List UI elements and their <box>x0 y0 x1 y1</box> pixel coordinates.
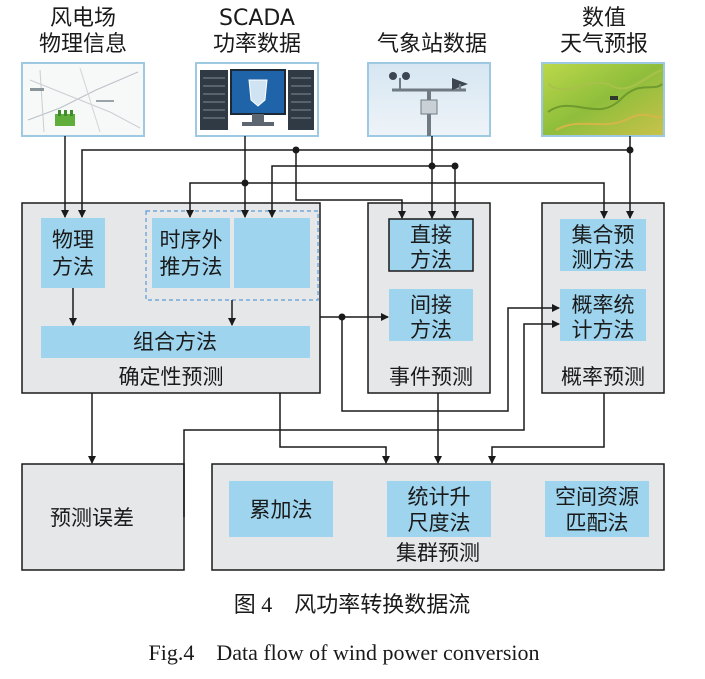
weather-station-label: 气象站数据 <box>377 32 487 57</box>
junction-dot <box>241 179 249 187</box>
arrow-error-to-statistical <box>183 320 560 517</box>
junction-dot <box>451 162 459 170</box>
junction-dot <box>292 146 300 154</box>
caption-english: Fig.4 Data flow of wind power conversion <box>148 640 539 665</box>
indirect-method-line2: 方法 <box>410 318 452 342</box>
upscaling-method-box <box>387 481 491 537</box>
deterministic-forecast-title: 确定性预测 <box>119 365 224 389</box>
statistical-method-line1: 概率统 <box>572 293 635 317</box>
arrow-deterministic-to-cluster <box>279 393 390 464</box>
wind-farm-label-line1: 风电场 <box>50 6 116 31</box>
arrow-nwp-to-direct <box>295 150 406 219</box>
physical-method-box <box>41 218 105 288</box>
accumulation-method-box <box>229 481 333 537</box>
wind-farm-label-line2: 物理信息 <box>39 32 127 57</box>
upscaling-method-line2: 尺度法 <box>408 511 471 535</box>
nwp-label-line2: 天气预报 <box>560 32 648 57</box>
spatial-matching-line1: 空间资源 <box>555 485 639 509</box>
scada-label-line2: 功率数据 <box>213 32 301 57</box>
junction-dots <box>241 146 634 321</box>
direct-method-line2: 方法 <box>410 248 452 272</box>
arrow-scada-to-ensemble <box>245 182 608 219</box>
forecast-error-label: 预测误差 <box>50 506 134 530</box>
nwp-map-image <box>541 62 665 137</box>
statistical-method-box <box>560 289 646 341</box>
time-series-method-box <box>152 218 230 288</box>
wind-farm-map-image <box>21 62 145 137</box>
direct-method-line1: 直接 <box>410 223 452 247</box>
arrow-nwp-to-physical <box>78 149 630 218</box>
junction-dot <box>428 162 436 170</box>
arrow-station-to-timeseries <box>268 165 455 218</box>
caption-chinese: 图 4 风功率转换数据流 <box>234 592 471 617</box>
scada-monitor-image <box>195 62 319 137</box>
ensemble-method-line1: 集合预 <box>572 223 635 247</box>
accumulation-method-label: 累加法 <box>250 498 313 522</box>
indirect-method-line1: 间接 <box>410 293 452 317</box>
arrow-deterministic-to-statistical <box>341 304 560 412</box>
forecast-error-panel <box>21 463 185 571</box>
event-forecast-title: 事件预测 <box>389 365 473 389</box>
nwp-label-line1: 数值 <box>582 6 626 31</box>
arrow-probability-to-cluster <box>488 393 605 464</box>
cluster-forecast-title: 集群预测 <box>396 541 480 565</box>
time-series-method-line1: 时序外 <box>160 228 223 252</box>
ensemble-method-line2: 测方法 <box>572 248 635 272</box>
junction-dot <box>626 146 634 154</box>
physical-method-line1: 物理 <box>52 228 94 252</box>
indirect-method-box <box>389 289 473 341</box>
spatial-matching-method-box <box>545 481 649 537</box>
direct-method-box <box>388 218 474 272</box>
probability-forecast-title: 概率预测 <box>561 365 645 389</box>
upscaling-method-line1: 统计升 <box>408 485 471 509</box>
statistical-method-line2: 计方法 <box>572 318 635 342</box>
ensemble-method-box <box>560 219 646 271</box>
scada-label-line1: SCADA <box>219 6 295 31</box>
junction-dot <box>338 313 346 321</box>
time-series-method-line2: 推方法 <box>160 255 223 279</box>
arrow-scada-to-timeseries <box>186 182 245 218</box>
spatial-matching-line2: 匹配法 <box>566 511 629 535</box>
time-series-blank-box <box>234 218 310 288</box>
combination-method-box <box>41 326 310 358</box>
physical-method-line2: 方法 <box>52 255 94 279</box>
combination-method-label: 组合方法 <box>133 330 217 354</box>
weather-station-image <box>367 62 491 137</box>
